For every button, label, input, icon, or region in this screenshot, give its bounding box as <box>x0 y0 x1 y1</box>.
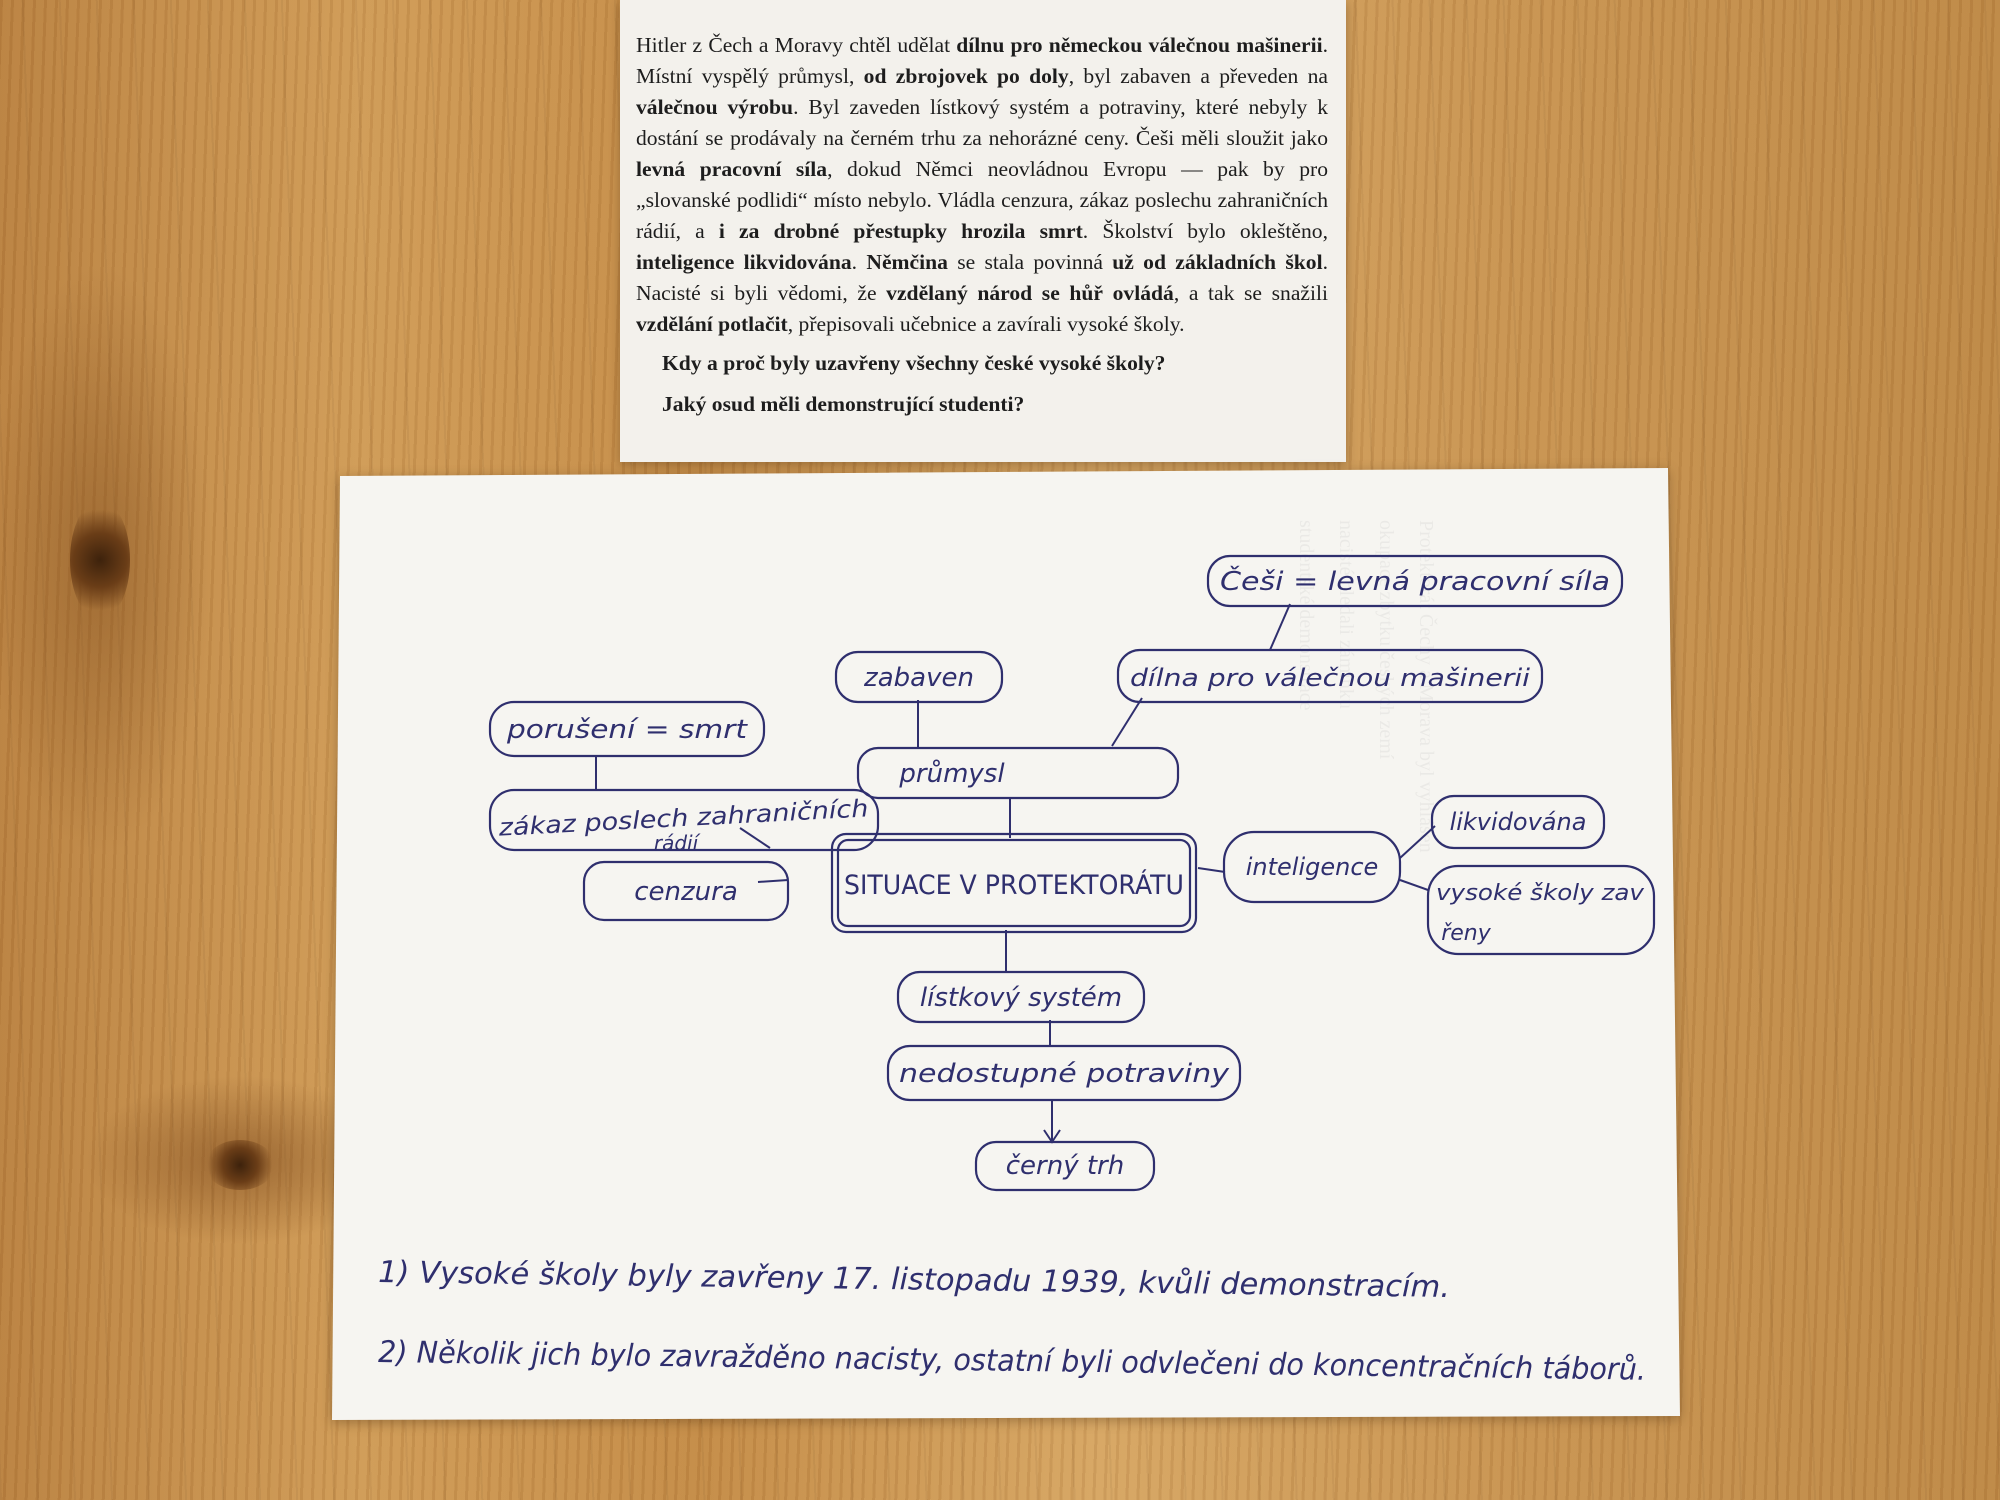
node-box-cerny-trh <box>974 1140 1156 1192</box>
edge-inteligence-to-vysoke <box>1399 879 1429 891</box>
svg-text:Protektorát Čechy a Morava byl: Protektorát Čechy a Morava byl vyhlášen <box>1415 520 1439 853</box>
printed-paragraph: Hitler z Čech a Moravy chtěl udělat díln… <box>636 30 1328 340</box>
printed-bold-run: Němčina <box>866 250 948 274</box>
node-cenzura: cenzura <box>634 877 738 907</box>
node-box-zakaz <box>488 788 880 852</box>
mind-map-node-boxes <box>488 554 1656 1192</box>
bleed-through-text: Protektorát Čechy a Morava byl vyhlášen … <box>1295 520 1439 853</box>
svg-text:studentské demonstrace: studentské demonstrace <box>1295 520 1317 711</box>
printed-text-sheet: Hitler z Čech a Moravy chtěl udělat díln… <box>620 0 1346 462</box>
printed-run: , přepisovali učebnice a zavírali vysoké… <box>787 312 1185 336</box>
wood-knot <box>70 500 130 620</box>
svg-text:okupace zbytku českých zemí: okupace zbytku českých zemí <box>1375 520 1397 760</box>
node-cesi: Češi = levná pracovní síla <box>1220 565 1610 597</box>
node-box-vysoke <box>1426 864 1656 956</box>
printed-run: . Byl zaveden lístkový systém a potravin… <box>636 95 1328 150</box>
node-box-inteligence <box>1222 830 1402 904</box>
mind-map-labels: SITUACE V PROTEKTORÁTU Češi = levná prac… <box>497 565 1645 1181</box>
edge-dilna-to-cesi <box>1269 603 1291 651</box>
printed-bold-run: už od základních škol <box>1112 250 1323 274</box>
edge-prumysl-to-dilna <box>1111 697 1143 747</box>
node-center: SITUACE V PROTEKTORÁTU <box>844 869 1184 901</box>
node-dilna: dílna pro válečnou mašinerii <box>1130 664 1530 692</box>
question-1: Kdy a proč byly uzavřeny všechny české v… <box>662 351 1166 375</box>
edge-center-to-inteligence <box>1197 867 1226 873</box>
node-prumysl: průmysl <box>898 758 1005 789</box>
printed-run: Hitler z Čech a Moravy chtěl udělat <box>636 33 957 57</box>
printed-bold-run: vzdělaný národ se hůř ovládá <box>886 281 1174 305</box>
question-2: Jaký osud měli demonstrující studenti? <box>662 392 1025 416</box>
answer-1: 1) Vysoké školy byly zavřeny 17. listopa… <box>378 1255 1450 1305</box>
paper-surface <box>332 468 1680 1420</box>
node-box-center-inner <box>836 838 1192 928</box>
node-box-center <box>830 832 1198 934</box>
printed-run: . Místní vyspělý průmysl, <box>636 33 1328 88</box>
node-poruseni: porušení = smrt <box>506 715 748 745</box>
printed-bold-run: válečnou výrobu <box>636 95 794 119</box>
printed-bold-run: inteligence likvidována <box>636 250 852 274</box>
mind-map-edges <box>595 603 1436 1144</box>
wood-knot <box>205 1140 275 1190</box>
node-box-listkovy <box>896 970 1146 1024</box>
svg-text:nacisté hledali záminku: nacisté hledali záminku <box>1335 520 1357 709</box>
printed-bold-run: dílnu pro německou válečnou mašinerii <box>956 33 1323 57</box>
node-inteligence: inteligence <box>1246 853 1379 881</box>
printed-bold-run: vzdělání potlačit <box>636 312 788 336</box>
node-nedostupne: nedostupné potraviny <box>899 1059 1230 1089</box>
printed-bold-run: levná pracovní síla <box>636 157 828 181</box>
node-box-nedostupne <box>886 1044 1242 1102</box>
node-listkovy: lístkový systém <box>920 983 1122 1013</box>
node-box-likvidovana <box>1430 794 1606 850</box>
node-vysoke-line2: řeny <box>1441 921 1492 946</box>
node-likvidovana: likvidována <box>1450 808 1587 836</box>
node-box-poruseni <box>488 700 766 758</box>
handwritten-answers: 1) Vysoké školy byly zavřeny 17. listopa… <box>378 1255 1646 1388</box>
node-box-cenzura <box>582 860 790 922</box>
edge-center-to-cenzura <box>757 879 789 883</box>
edge-inteligence-to-likvidovana <box>1399 825 1436 859</box>
node-zakaz-line2: rádií <box>654 831 701 855</box>
node-box-zabaven <box>834 650 1004 704</box>
printed-run: . Nacisté si byli vědomi, že <box>636 250 1328 305</box>
printed-run: , dokud Němci neovládnou Evropu — pak by… <box>636 157 1328 243</box>
arrow-to-cerny-trh <box>1043 1100 1061 1144</box>
printed-run: . <box>851 250 867 274</box>
printed-run: , byl zabaven a převeden na <box>1068 64 1329 88</box>
printed-run: se stala povinná <box>947 250 1113 274</box>
printed-bold-run: i za drobné přestupky hrozila smrt <box>718 219 1083 243</box>
answer-2: 2) Několik jich bylo zavražděno nacisty,… <box>378 1335 1646 1388</box>
printed-run: , a tak se snažili <box>1173 281 1328 305</box>
node-box-prumysl <box>856 746 1180 800</box>
node-zabaven: zabaven <box>863 663 974 693</box>
node-cerny-trh: černý trh <box>1006 1151 1124 1181</box>
edge-center-to-zakaz <box>739 827 771 849</box>
printed-bold-run: od zbrojovek po doly <box>863 64 1069 88</box>
node-zakaz-line1: zákaz poslech zahraničních <box>497 794 869 841</box>
node-vysoke-line1: vysoké školy zav <box>1436 881 1645 906</box>
node-box-dilna <box>1116 648 1544 704</box>
printed-run: . Školství bylo okleštěno, <box>1082 219 1328 243</box>
node-box-cesi <box>1206 554 1624 608</box>
